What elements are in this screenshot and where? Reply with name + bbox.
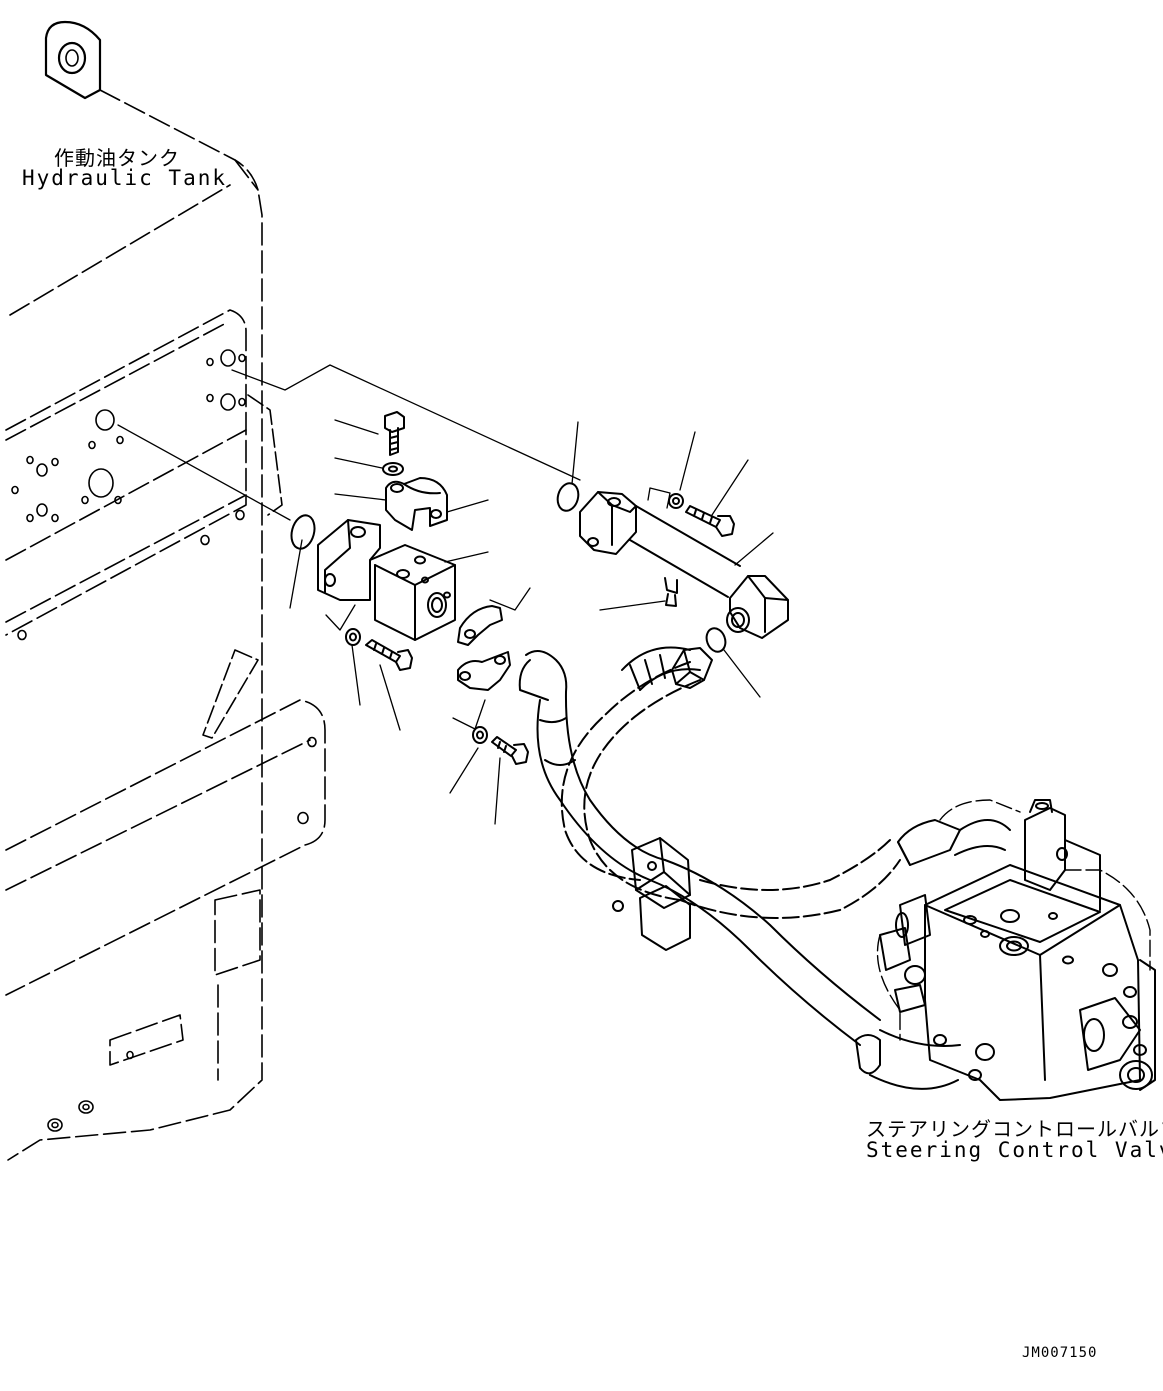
hydraulic-tank xyxy=(5,20,326,1161)
washer-pipe xyxy=(668,493,684,509)
hose-right xyxy=(560,661,901,919)
tank-frame-member xyxy=(5,699,326,1081)
o-ring-pipe-right xyxy=(705,627,727,653)
install-lines xyxy=(117,364,774,825)
tank-label-en: Hydraulic Tank xyxy=(22,166,228,190)
elbow-block xyxy=(317,519,456,641)
washer-lower-mid xyxy=(472,726,488,744)
tank-frame-holes xyxy=(47,736,317,1132)
bolt-pipe xyxy=(685,505,735,537)
drawing-code: JM007150 xyxy=(1022,1345,1098,1361)
bolt-lower-mid xyxy=(491,736,529,765)
valve-label-en: Steering Control Valve xyxy=(866,1138,1163,1162)
tank-lifting-lug xyxy=(44,20,102,100)
hose-clamp xyxy=(612,837,691,951)
split-flange-halves-lower xyxy=(457,605,511,691)
o-ring-pipe-left xyxy=(556,482,580,512)
hose-left xyxy=(518,650,961,1090)
washer-lower-left xyxy=(345,628,361,646)
tank-brace xyxy=(202,394,283,739)
washer-upper xyxy=(382,462,404,476)
tank-plate-holes xyxy=(11,349,246,641)
valve-label-jp: ステアリングコントロールバルブ xyxy=(866,1117,1163,1141)
valve-phantom-outline xyxy=(876,799,1151,1041)
bolt-lower-left xyxy=(365,639,413,671)
pipe-flange xyxy=(579,491,637,555)
tank-mounting-plate xyxy=(5,309,247,636)
o-ring-left xyxy=(290,514,316,550)
steel-pipe xyxy=(611,504,789,639)
hose-protector xyxy=(621,646,701,691)
steering-control-valve xyxy=(879,799,1156,1101)
split-flange-half-upper xyxy=(385,477,448,531)
tank-label-jp: 作動油タンク xyxy=(54,146,180,170)
hose-upper-to-valve xyxy=(897,819,1011,866)
hose-fitting-nut xyxy=(671,647,713,689)
bolt-upper xyxy=(384,411,405,456)
